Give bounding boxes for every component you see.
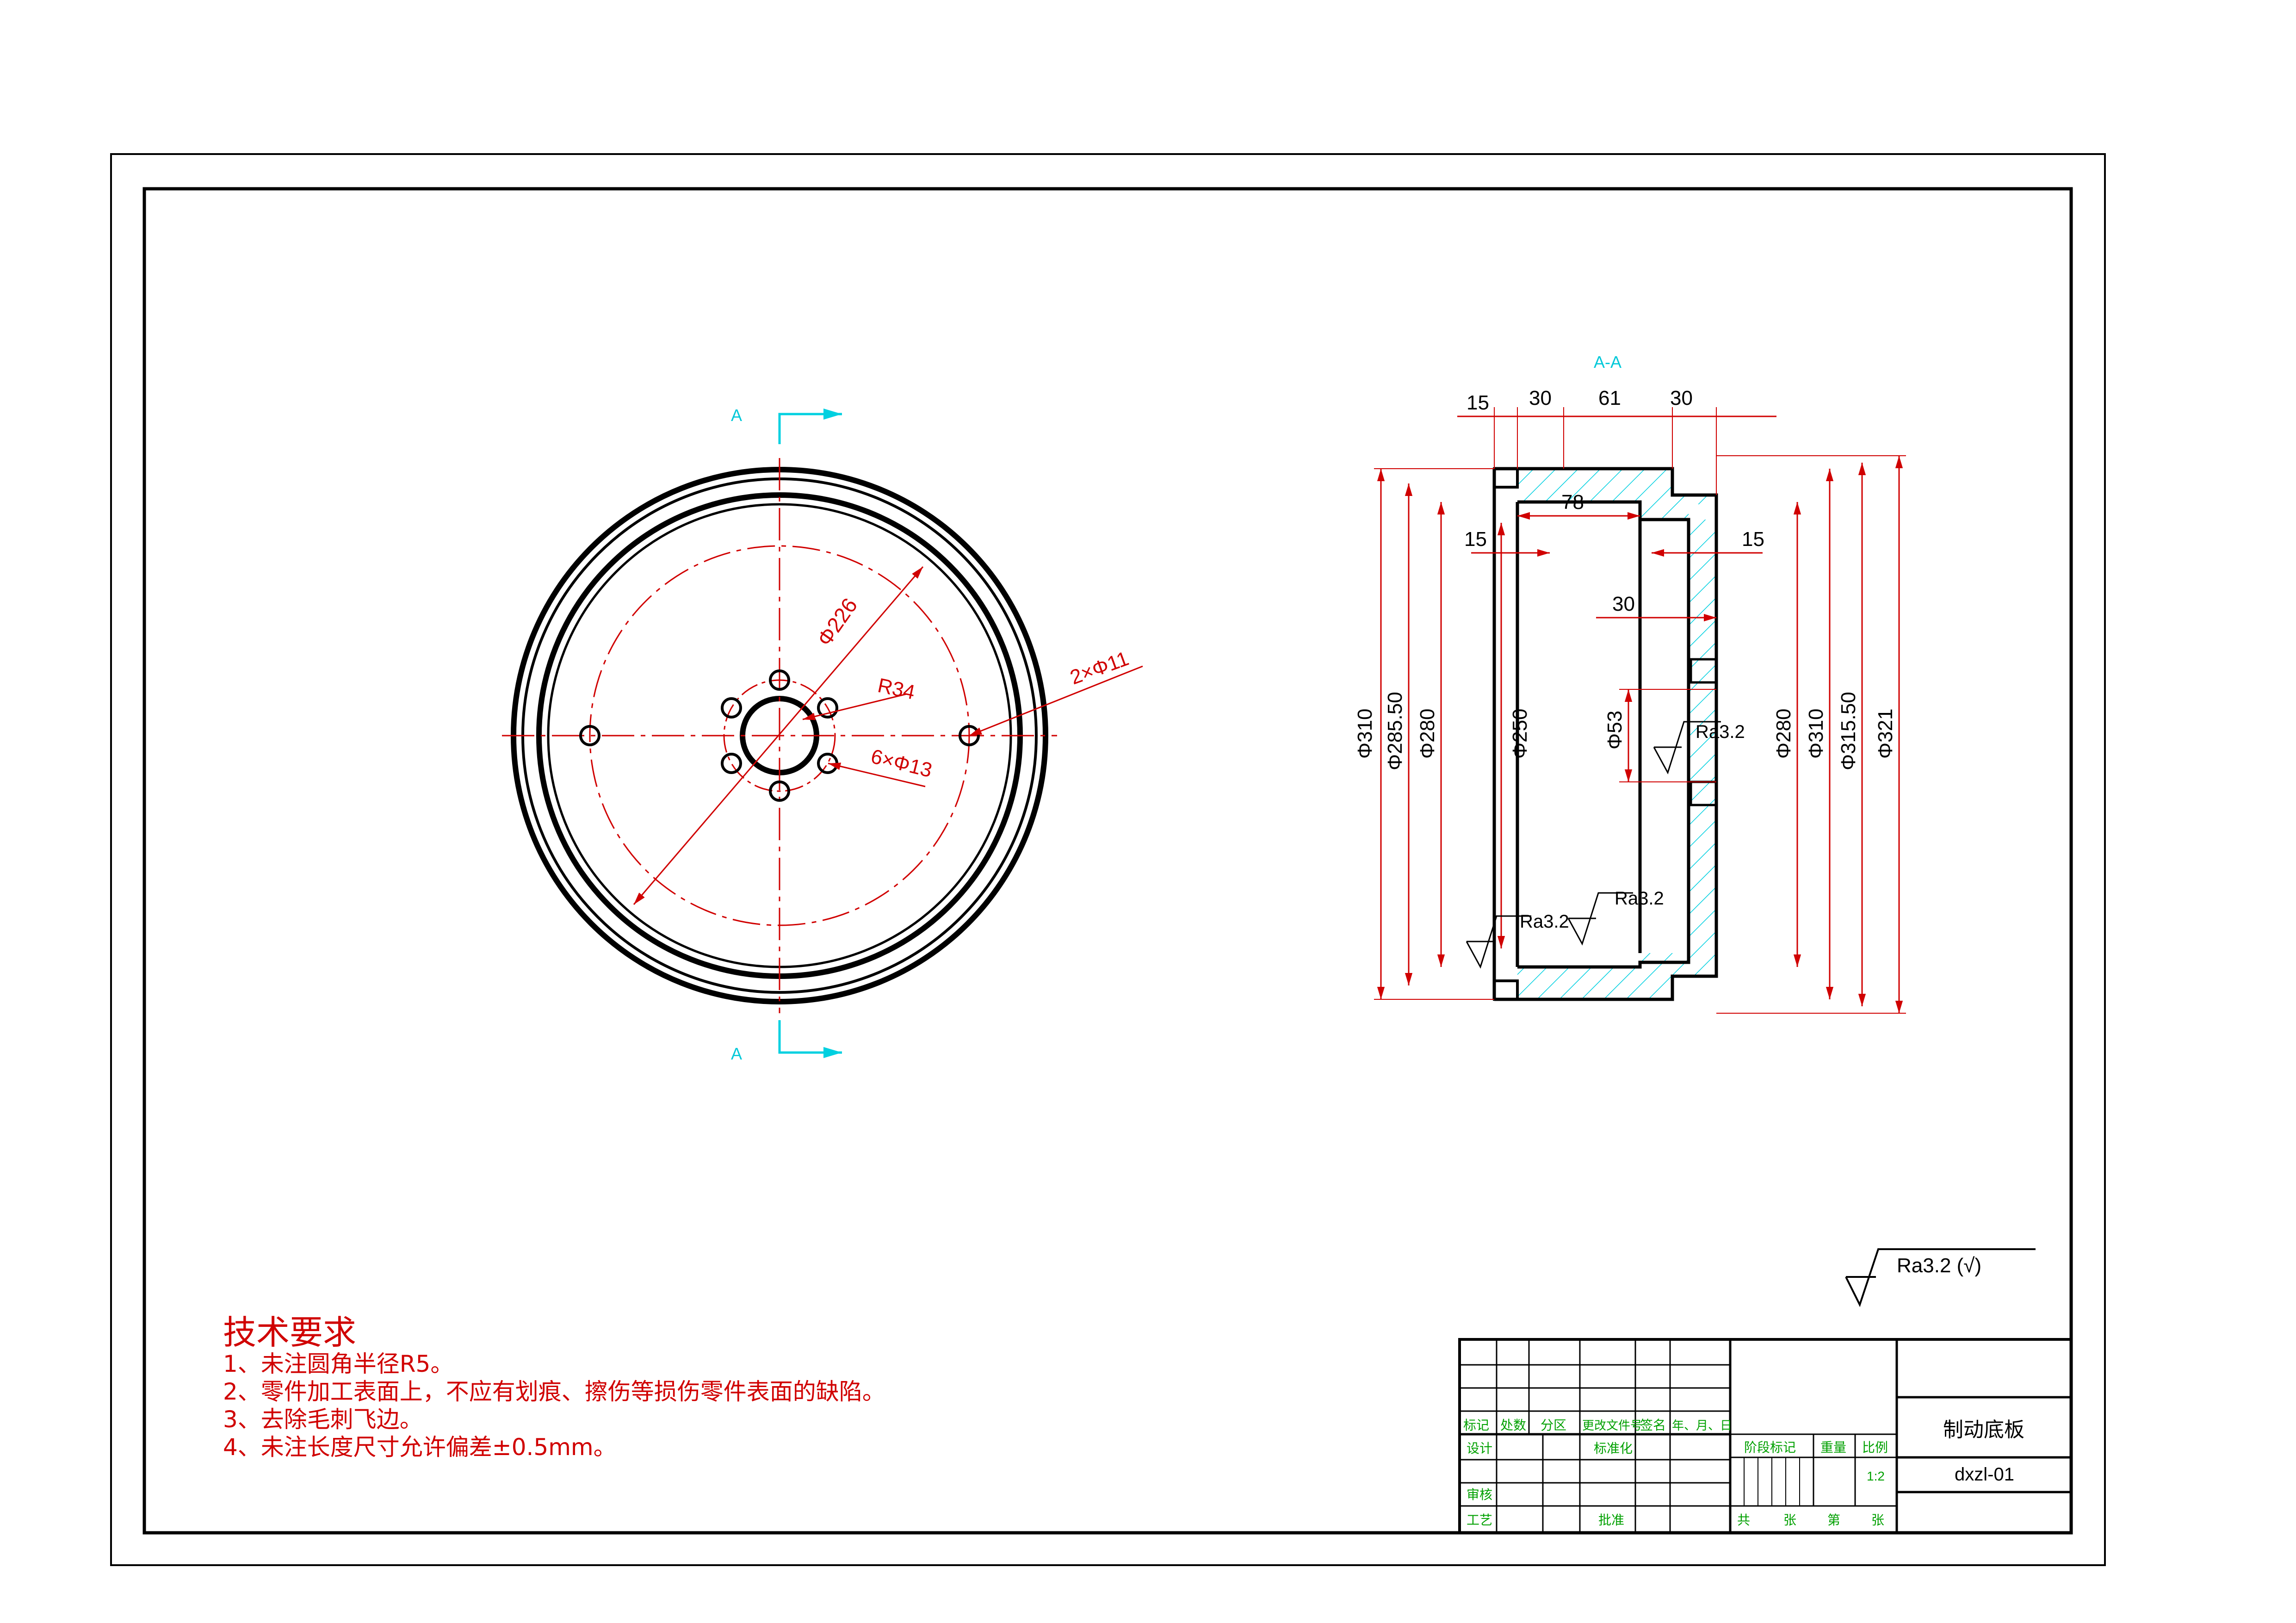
inner-dim-1: 78 [1561, 491, 1584, 514]
bolt-hole-text: 6×Φ13 [869, 745, 934, 782]
hatch-top [1517, 469, 1716, 520]
dia-text-5: Φ53 [1603, 711, 1626, 750]
cut-letter-top: A [731, 406, 742, 425]
outer-hole-left [579, 725, 600, 746]
section-label: A-A [1594, 353, 1621, 372]
tech-item-4: 4、未注长度尺寸允许偏差±0.5mm。 [223, 1434, 617, 1461]
tb-drawing-no: dxzl-01 [1955, 1464, 2014, 1485]
bolt-hole [721, 753, 742, 774]
tech-item-2: 2、零件加工表面上，不应有划痕、擦伤等损伤零件表面的缺陷。 [223, 1378, 885, 1405]
inner-dim-4: 30 [1612, 593, 1635, 615]
tb-check: 审核 [1467, 1487, 1492, 1502]
tb-sheets: 张 [1783, 1512, 1796, 1528]
roughness-text-1: Ra3.2 [1696, 722, 1745, 742]
general-roughness: Ra3.2 (√) [1845, 1248, 2036, 1307]
tb-col-zone: 分区 [1541, 1418, 1566, 1433]
dia-text-6: Φ280 [1772, 708, 1795, 759]
roughness-text-2: Ra3.2 [1615, 888, 1664, 909]
tb-page: 第 [1827, 1512, 1840, 1528]
lip-step-bottom [1493, 979, 1519, 1001]
section-view: A-A 15 30 61 30 78 15 1 [1354, 353, 1906, 1014]
tb-col-sign: 签名 [1640, 1418, 1666, 1433]
bolt-hole-leader [828, 762, 926, 787]
dia-text-3: Φ280 [1416, 708, 1439, 759]
dia-text-2: Φ285.50 [1384, 692, 1406, 770]
title-block: 标记 处数 分区 更改文件号 签名 年、月、日 设计 标准化 审核 工艺 批准 … [1458, 1338, 2073, 1534]
cut-mark-bottom [778, 1020, 842, 1058]
tb-stage: 阶段标记 [1744, 1440, 1796, 1455]
tech-title: 技术要求 [223, 1313, 356, 1352]
roughness-symbol-2: Ra3.2 [1567, 888, 1664, 946]
section-outline-outer [1494, 467, 1718, 1001]
tb-scale-value: 1:2 [1867, 1469, 1885, 1483]
pcd-dim-text: Φ226 [812, 594, 862, 650]
top-dim-4: 30 [1670, 387, 1693, 409]
tech-item-3: 3、去除毛刺飞边。 [223, 1406, 423, 1433]
tech-item-1: 1、未注圆角半径R5。 [223, 1350, 453, 1377]
tb-scale: 比例 [1862, 1440, 1888, 1455]
inner-dim-2: 15 [1464, 528, 1487, 551]
cut-mark-top [778, 409, 842, 444]
hatch-bottom [1517, 953, 1716, 999]
hub-radius-leader [802, 693, 907, 720]
tb-page-sheets: 张 [1871, 1512, 1884, 1528]
section-outline-inner [1517, 500, 1690, 969]
tb-process: 工艺 [1467, 1512, 1492, 1528]
dia-text-8: Φ315.50 [1837, 692, 1860, 770]
dia-text-4: Φ250 [1509, 708, 1531, 759]
lip-step-top [1493, 467, 1519, 489]
front-view: Φ226 R34 6×Φ13 2×Φ11 A A [502, 406, 1143, 1063]
tb-col-change: 更改文件号 [1582, 1419, 1642, 1433]
cut-letter-bottom: A [731, 1044, 742, 1063]
tb-weight: 重量 [1820, 1440, 1846, 1455]
outer-frame [110, 153, 2106, 1566]
tb-standard: 标准化 [1594, 1441, 1633, 1456]
tb-approve: 批准 [1598, 1512, 1624, 1528]
dia-text-1: Φ310 [1354, 708, 1376, 759]
hub-hole-1 [1690, 658, 1718, 684]
tb-col-count: 处数 [1500, 1418, 1526, 1433]
dia-text-9: Φ321 [1874, 708, 1897, 759]
top-dim-3: 61 [1598, 387, 1621, 409]
tb-part-name: 制动底板 [1943, 1418, 2024, 1442]
inner-dim-3: 15 [1742, 528, 1764, 551]
general-roughness-text: Ra3.2 (√) [1897, 1254, 1981, 1277]
bolt-hole [817, 753, 838, 774]
tb-col-date: 年、月、日 [1672, 1419, 1732, 1433]
top-dim-1: 15 [1467, 391, 1489, 414]
dia-text-7: Φ310 [1805, 708, 1827, 759]
inner-frame [142, 187, 2073, 1535]
pcd-dim-line [633, 566, 924, 905]
hatch-flange [1689, 520, 1716, 962]
top-dim-2: 30 [1529, 387, 1552, 409]
tb-total: 共 [1737, 1512, 1750, 1528]
outer-hole-right [959, 725, 980, 746]
roughness-symbol-3: Ra3.2 [1466, 911, 1569, 969]
vertical-dims: Φ310 Φ285.50 Φ280 Φ250 Φ53 Φ280 Φ310 Φ31… [1354, 455, 1906, 1014]
roughness-text-3: Ra3.2 [1520, 911, 1569, 932]
tb-design: 设计 [1467, 1441, 1492, 1456]
tb-col-mark: 标记 [1463, 1418, 1489, 1433]
roughness-symbol-1: Ra3.2 [1653, 721, 1745, 774]
outer-hole-leader [969, 665, 1143, 737]
tech-requirements: 技术要求 1、未注圆角半径R5。 2、零件加工表面上，不应有划痕、擦伤等损伤零件… [223, 1313, 885, 1461]
